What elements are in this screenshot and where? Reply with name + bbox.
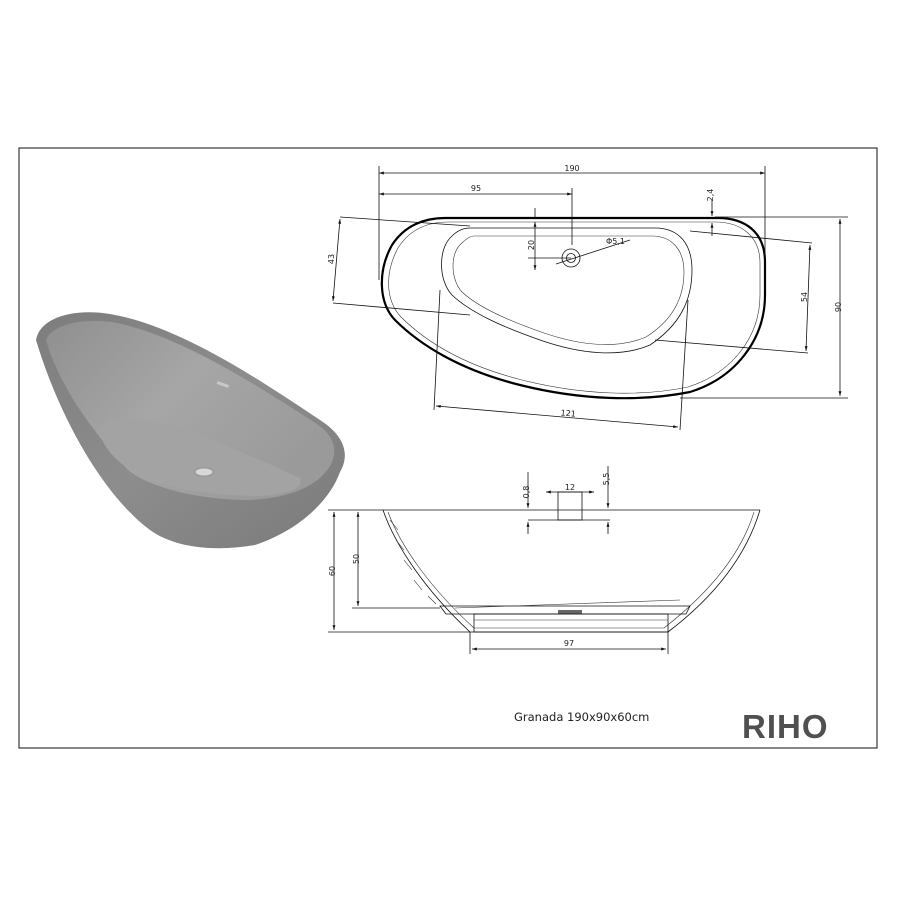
dim-base-length: 97 <box>564 639 574 648</box>
tub-render <box>36 312 345 549</box>
top-view-basin-inner <box>452 235 685 345</box>
dim-rim-thickness: 0,8 <box>522 486 531 499</box>
overflow-icon <box>216 381 229 388</box>
side-view-base <box>473 613 669 633</box>
brand-logo: RIHO <box>742 708 829 745</box>
top-view-inner-rim <box>388 221 761 394</box>
dim-inner-depth: 50 <box>352 554 361 564</box>
tub-inner-floor <box>100 418 301 496</box>
top-view: 190 95 2,4 20 Φ5,1 43 90 54 <box>327 164 848 431</box>
product-caption: Granada 190x90x60cm <box>514 710 649 724</box>
dim-rim-offset: 2,4 <box>706 189 715 202</box>
dim-end-depth: 43 <box>327 254 336 264</box>
top-view-basin-outer <box>441 227 693 354</box>
dim-width: 90 <box>834 302 843 312</box>
dim-half-length: 95 <box>471 184 481 193</box>
drawing-frame <box>18 147 878 749</box>
dim-overflow-width: 12 <box>565 483 575 492</box>
dim-inner-length: 121 <box>560 408 576 418</box>
dim-height: 60 <box>328 566 337 576</box>
dim-drain-diameter: Φ5,1 <box>606 237 625 246</box>
drain-icon <box>194 467 214 477</box>
dim-inner-width: 54 <box>800 292 809 302</box>
side-view: 12 0,8 5,5 60 50 97 <box>328 466 761 654</box>
side-view-drain-icon <box>558 610 582 614</box>
dim-drain-offset: 20 <box>527 240 536 250</box>
dim-total-length: 190 <box>564 164 579 173</box>
dim-overflow-height: 5,5 <box>602 473 611 486</box>
